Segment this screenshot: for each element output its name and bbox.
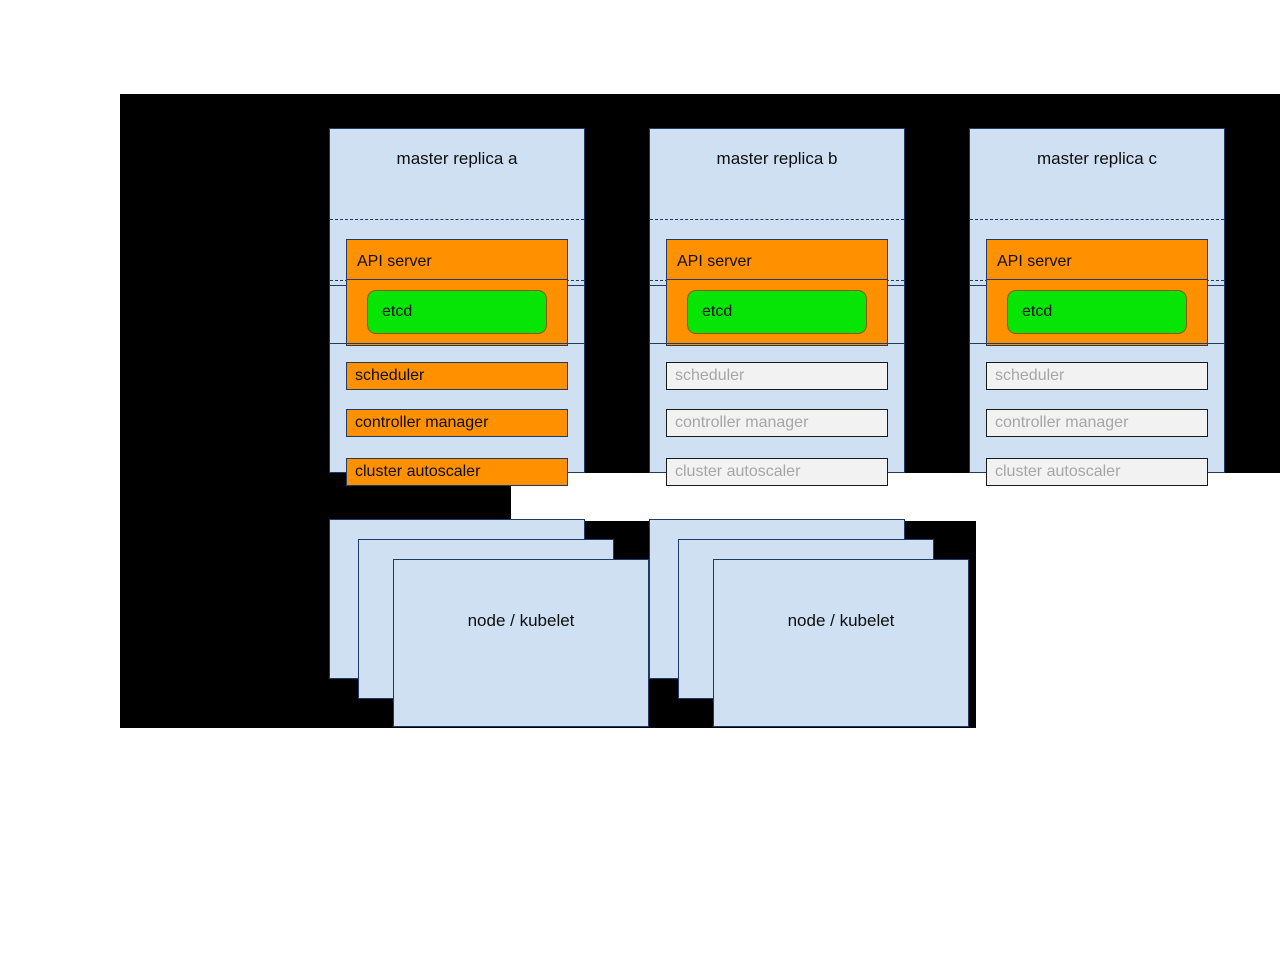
node-stack-1[interactable]: node / kubelet xyxy=(329,519,659,729)
replica-a-divider-top xyxy=(330,219,584,220)
node-stack-2-label: node / kubelet xyxy=(787,611,895,630)
master-replica-c-controller-manager[interactable]: controller manager xyxy=(986,409,1208,437)
replica-b-divider-top xyxy=(650,219,904,220)
node-stack-1-label: node / kubelet xyxy=(467,611,575,630)
master-replica-c[interactable]: master replica c API server etcd schedul… xyxy=(969,128,1225,486)
replica-c-hairline-bottom xyxy=(970,343,1224,344)
master-replica-a-etcd[interactable]: etcd xyxy=(367,290,547,334)
node-stack-2[interactable]: node / kubelet xyxy=(649,519,979,729)
master-replica-c-title: master replica c xyxy=(1037,149,1157,168)
master-replica-b[interactable]: master replica b API server etcd schedul… xyxy=(649,128,905,486)
master-replica-b-etcd[interactable]: etcd xyxy=(687,290,867,334)
master-replica-c-etcd-container: etcd xyxy=(986,279,1208,346)
master-replica-b-scheduler[interactable]: scheduler xyxy=(666,362,888,390)
master-replica-a[interactable]: master replica a API server etcd schedul… xyxy=(329,128,585,486)
master-replica-b-title: master replica b xyxy=(716,149,838,168)
master-replica-a-api-server[interactable]: API server xyxy=(346,239,568,284)
master-replica-a-controller-manager[interactable]: controller manager xyxy=(346,409,568,437)
node-stack-2-card-front[interactable]: node / kubelet xyxy=(713,559,969,727)
master-replica-b-api-server[interactable]: API server xyxy=(666,239,888,284)
master-replica-b-cluster-autoscaler[interactable]: cluster autoscaler xyxy=(666,458,888,486)
master-replica-b-etcd-container: etcd xyxy=(666,279,888,346)
replica-a-hairline-bottom xyxy=(330,343,584,344)
master-replica-c-scheduler[interactable]: scheduler xyxy=(986,362,1208,390)
master-replica-a-cluster-autoscaler[interactable]: cluster autoscaler xyxy=(346,458,568,486)
replica-c-divider-top xyxy=(970,219,1224,220)
master-replica-b-controller-manager[interactable]: controller manager xyxy=(666,409,888,437)
master-replica-a-etcd-container: etcd xyxy=(346,279,568,346)
master-replica-c-cluster-autoscaler[interactable]: cluster autoscaler xyxy=(986,458,1208,486)
master-replica-a-scheduler[interactable]: scheduler xyxy=(346,362,568,390)
replica-b-hairline-bottom xyxy=(650,343,904,344)
node-stack-1-card-front[interactable]: node / kubelet xyxy=(393,559,649,727)
master-replica-c-api-server[interactable]: API server xyxy=(986,239,1208,284)
master-replica-a-title: master replica a xyxy=(396,149,518,168)
master-replica-c-etcd[interactable]: etcd xyxy=(1007,290,1187,334)
